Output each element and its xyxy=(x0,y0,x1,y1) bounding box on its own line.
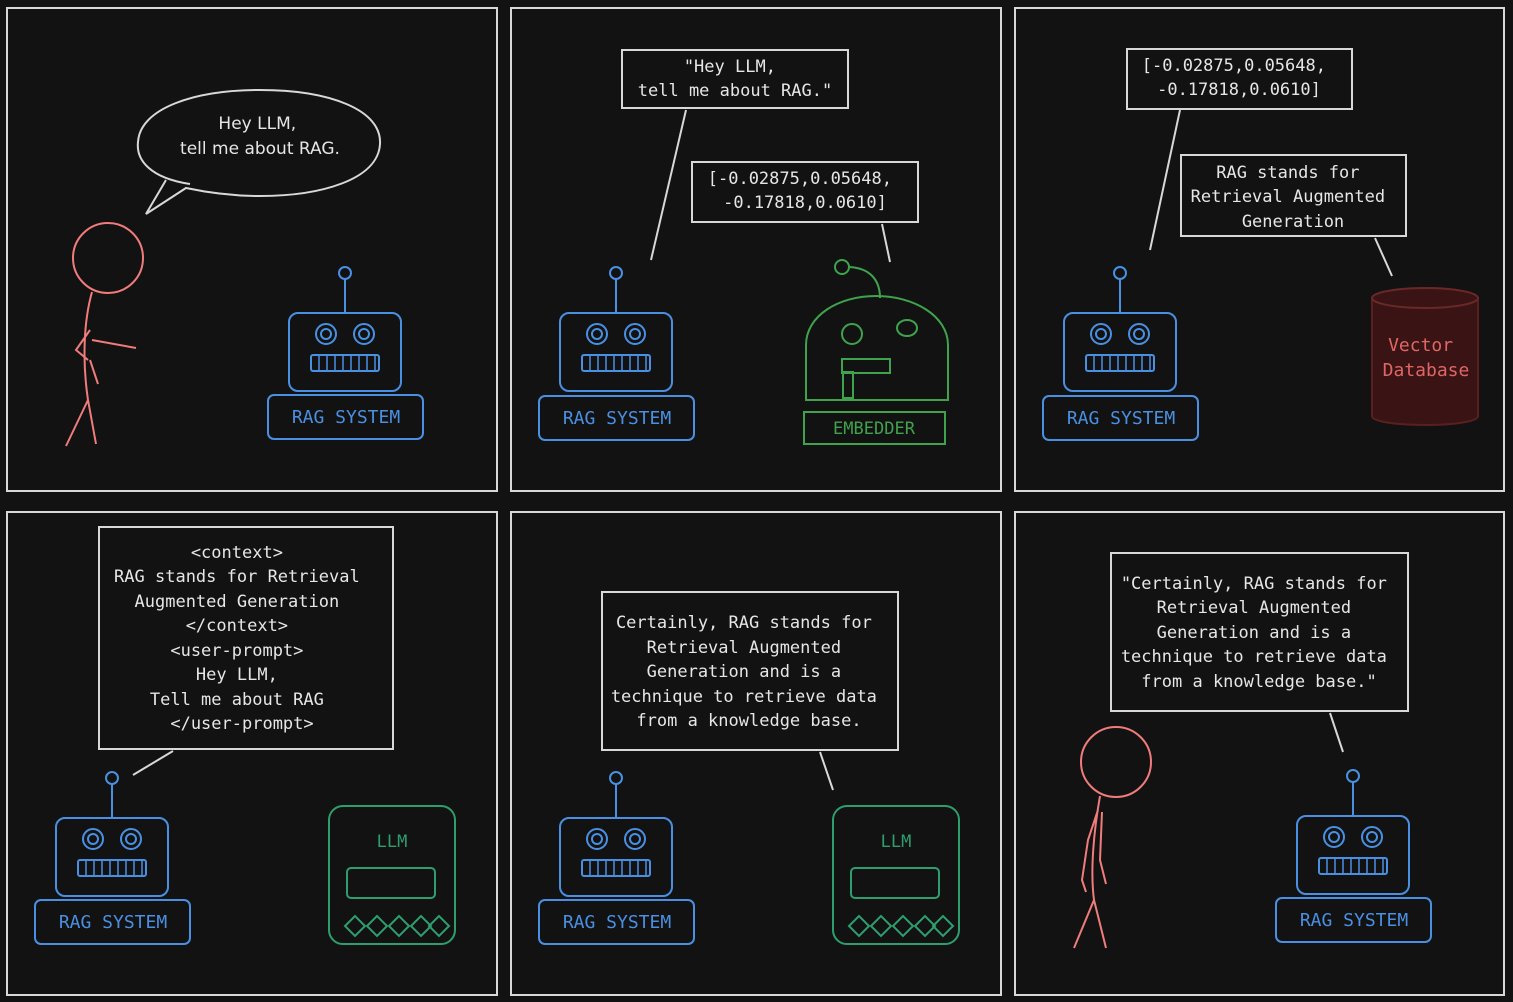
panel-frame xyxy=(6,7,498,492)
vector-database-icon xyxy=(1371,287,1479,426)
embedder-label: EMBEDDER xyxy=(833,419,916,439)
pointer-line xyxy=(1329,712,1344,753)
embedder-icon xyxy=(805,259,949,401)
vector-text: [-0.02875,0.05648, -0.17818,0.0610] xyxy=(1142,56,1336,100)
rag-system-label: RAG SYSTEM xyxy=(1067,408,1176,429)
pointer-line xyxy=(881,223,891,263)
llm-label: LLM xyxy=(881,832,912,852)
rag-system-label: RAG SYSTEM xyxy=(292,407,401,428)
panel-frame xyxy=(6,511,498,996)
rag-system-label-box xyxy=(538,899,695,945)
context-text: <context> RAG stands for Retrieval Augme… xyxy=(114,543,370,734)
result-text: RAG stands for Retrieval Augmented Gener… xyxy=(1191,163,1396,232)
answer-text: Certainly, RAG stands for Retrieval Augm… xyxy=(611,613,887,731)
panel-2: "Hey LLM, tell me about RAG." [-0.02875,… xyxy=(510,7,1002,492)
prompt-box xyxy=(621,49,849,109)
pointer-line xyxy=(650,109,687,261)
answer-text: "Certainly, RAG stands for Retrieval Aug… xyxy=(1121,574,1397,692)
person-figure xyxy=(1073,726,1152,949)
rag-system-label-box xyxy=(34,899,191,945)
vector-text: [-0.02875,0.05648, -0.17818,0.0610] xyxy=(708,169,902,213)
database-label: Vector Database xyxy=(1383,335,1470,381)
rag-system-label: RAG SYSTEM xyxy=(563,408,672,429)
panel-3: [-0.02875,0.05648, -0.17818,0.0610] RAG … xyxy=(1014,7,1505,492)
rag-system-label-box xyxy=(267,394,424,440)
panel-6: "Certainly, RAG stands for Retrieval Aug… xyxy=(1014,511,1505,996)
llm-label: LLM xyxy=(377,832,408,852)
speech-bubble xyxy=(136,88,382,215)
speech-text: Hey LLM, tell me about RAG. xyxy=(180,114,340,159)
pointer-line xyxy=(1149,109,1181,251)
answer-box xyxy=(1110,552,1409,712)
pointer-line xyxy=(819,751,834,791)
person-figure xyxy=(65,222,144,447)
rag-system-label-box xyxy=(1042,395,1199,441)
panel-5: Certainly, RAG stands for Retrieval Augm… xyxy=(510,511,1002,996)
pointer-line xyxy=(132,750,174,776)
panel-frame xyxy=(1014,7,1505,492)
rag-system-label-box xyxy=(538,395,695,441)
rag-system-label: RAG SYSTEM xyxy=(59,912,168,933)
panel-1: Hey LLM, tell me about RAG. RAG SYSTEM xyxy=(6,7,498,492)
vector-box xyxy=(691,161,919,223)
panel-frame xyxy=(510,7,1002,492)
embedder-label-box xyxy=(803,411,946,445)
rag-system-label-box xyxy=(1275,897,1432,943)
panel-4: <context> RAG stands for Retrieval Augme… xyxy=(6,511,498,996)
result-box xyxy=(1180,154,1407,237)
rag-system-label: RAG SYSTEM xyxy=(1300,910,1409,931)
panel-frame xyxy=(510,511,1002,996)
panel-frame xyxy=(1014,511,1505,996)
pointer-line xyxy=(1374,237,1393,277)
vector-box xyxy=(1126,48,1353,110)
rag-system-label: RAG SYSTEM xyxy=(563,912,672,933)
prompt-text: "Hey LLM, tell me about RAG." xyxy=(638,57,832,101)
answer-box xyxy=(601,591,899,751)
context-box xyxy=(98,526,394,750)
